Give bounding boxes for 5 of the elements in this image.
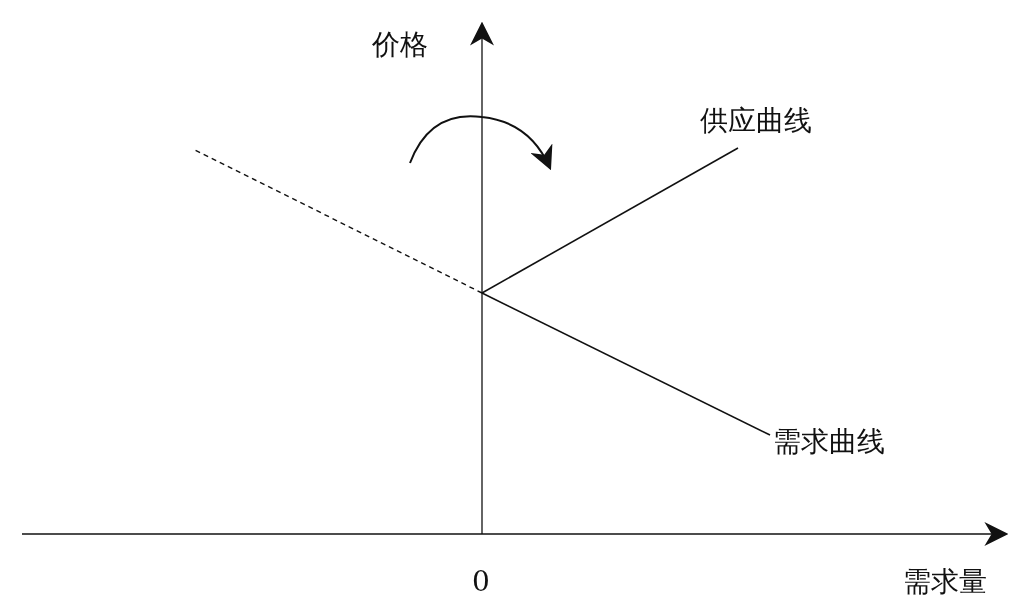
axis-label: 需求量 xyxy=(903,565,987,599)
axis-label: 价格 xyxy=(372,28,428,62)
axis-label: 供应曲线 xyxy=(700,104,812,138)
axis-label: 需求曲线 xyxy=(773,425,885,459)
axis-label: 0 xyxy=(472,565,490,599)
